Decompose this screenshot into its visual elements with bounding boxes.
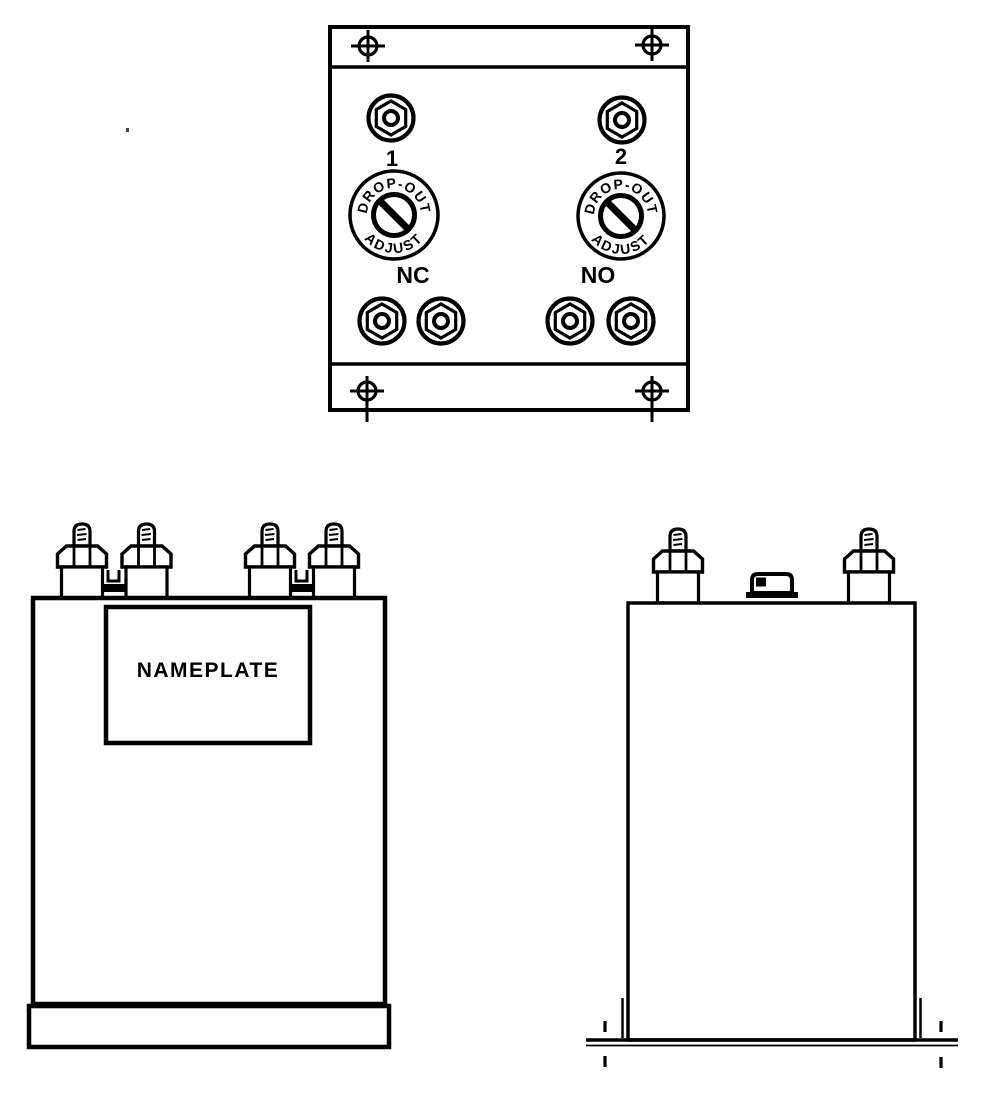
screw-slot-icon bbox=[377, 198, 411, 232]
terminal-jumper-right bbox=[289, 570, 315, 592]
side-body-outline bbox=[626, 601, 917, 1042]
no-terminal-post bbox=[609, 299, 654, 344]
nc-terminal-post bbox=[360, 299, 405, 344]
nc-label: NC bbox=[396, 262, 429, 288]
terminal-post bbox=[120, 522, 173, 600]
screw-slot-icon bbox=[604, 199, 638, 233]
front-base bbox=[26, 1003, 392, 1050]
terminal-post bbox=[55, 522, 109, 600]
mounting-foot-left bbox=[603, 998, 624, 1067]
terminal-post-2 bbox=[600, 98, 645, 143]
front-view: NAMEPLATE bbox=[26, 522, 392, 1050]
no-terminal-post bbox=[548, 299, 593, 344]
terminal-post-1 bbox=[369, 96, 414, 141]
terminal-jumper-left bbox=[101, 570, 127, 592]
dropout-adjust-dial-left: DROP-OUT ADJUST bbox=[348, 169, 440, 261]
top-grommet bbox=[746, 572, 798, 598]
terminal-2-label: 2 bbox=[615, 144, 627, 169]
nc-terminal-post bbox=[419, 299, 464, 344]
terminal-1-label: 1 bbox=[386, 146, 398, 171]
side-view bbox=[586, 527, 958, 1068]
top-view: 1 2 DROP-OUT ADJUST DROP-OUT ADJUST NC N… bbox=[328, 25, 690, 424]
terminal-post bbox=[651, 527, 705, 605]
scan-speck bbox=[126, 128, 129, 132]
mounting-foot-right bbox=[919, 998, 943, 1068]
terminal-post bbox=[842, 527, 896, 605]
dropout-adjust-dial-right: DROP-OUT ADJUST bbox=[576, 171, 666, 261]
no-label: NO bbox=[581, 262, 616, 288]
nameplate: NAMEPLATE bbox=[103, 604, 313, 746]
nameplate-outline bbox=[103, 604, 313, 746]
terminal-post bbox=[243, 522, 297, 600]
nameplate-label: NAMEPLATE bbox=[137, 659, 280, 682]
terminal-post bbox=[307, 522, 361, 600]
